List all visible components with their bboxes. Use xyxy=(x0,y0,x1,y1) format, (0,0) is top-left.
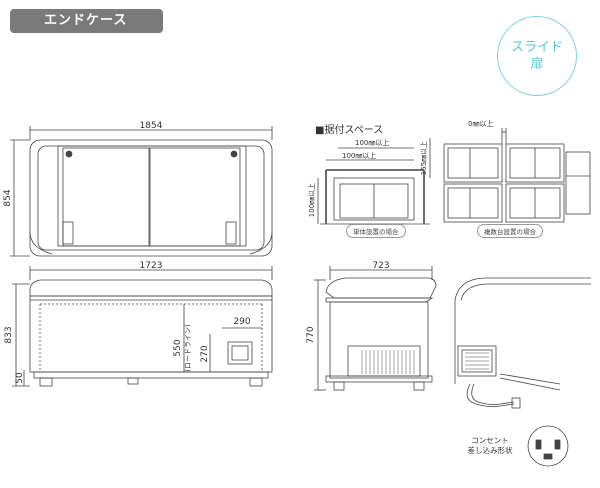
single-install-caption: 単体設置の場合 xyxy=(346,224,406,238)
dim-side-height: 770 xyxy=(306,326,316,343)
dim-load-line: 550 xyxy=(173,339,183,356)
dim-box-height: 270 xyxy=(200,345,210,362)
installation-title: ■据付スペース xyxy=(315,125,384,136)
dim-front-base: 50 xyxy=(15,372,25,384)
slide-door-badge: スライド 扉 xyxy=(497,16,577,96)
badge-line-2: 扉 xyxy=(530,57,544,72)
installation-single xyxy=(320,169,430,225)
cord-detail xyxy=(454,277,591,409)
dim-side-depth: 723 xyxy=(372,261,389,271)
dim-top-depth: 854 xyxy=(3,189,13,206)
installation-multi xyxy=(443,143,591,223)
gap-bottom-value: 100㎜以上 xyxy=(307,183,316,217)
dim-front-width: 1723 xyxy=(140,261,163,271)
gap-side-value: 100㎜以上 xyxy=(342,151,376,160)
front-view xyxy=(29,279,273,387)
outlet-diagram xyxy=(527,425,569,467)
dim-load-line-label: (ロードライン) xyxy=(184,324,192,372)
gap-right-value: 155㎜以上 xyxy=(419,141,428,175)
outlet-caption-line-2: 差し込み形状 xyxy=(467,446,513,455)
section-tag: エンドケース xyxy=(10,9,163,33)
outlet-caption-line-1: コンセント xyxy=(471,436,509,445)
badge-line-1: スライド xyxy=(510,40,563,55)
gap-zero-value: 0㎜以上 xyxy=(468,119,493,128)
outlet-caption: コンセント 差し込み形状 xyxy=(458,436,522,456)
dim-front-height: 833 xyxy=(4,326,14,343)
multi-install-caption: 複数台設置の場合 xyxy=(477,224,543,238)
dim-box-width: 290 xyxy=(233,317,250,327)
top-view xyxy=(29,139,273,257)
dim-top-width: 1854 xyxy=(140,121,163,131)
gap-top-value: 100㎜以上 xyxy=(355,138,389,147)
side-view xyxy=(325,277,437,391)
